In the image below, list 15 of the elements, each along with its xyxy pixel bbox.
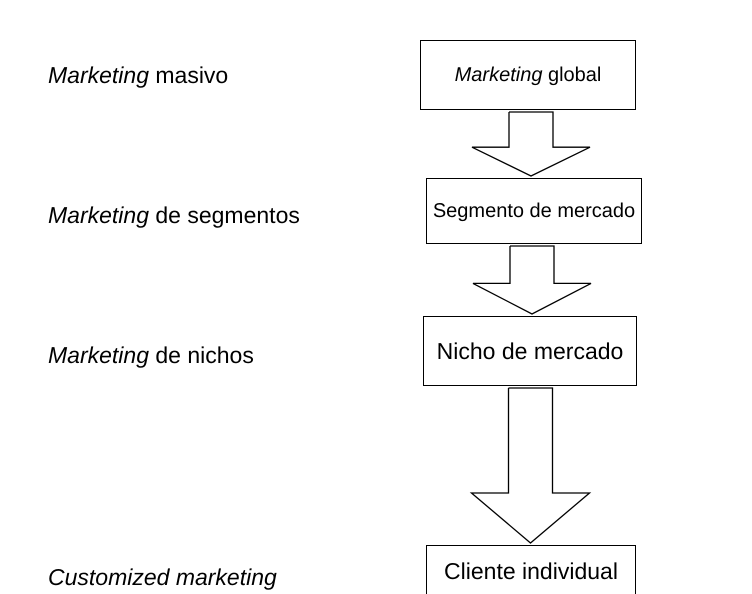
process-box	[426, 178, 642, 244]
level-label: Marketing de nichos	[48, 342, 254, 369]
block-arrow	[471, 111, 591, 177]
box-text: Segmento de mercado	[432, 200, 636, 222]
block-arrow	[472, 245, 592, 315]
process-box	[423, 316, 637, 386]
process-box	[426, 545, 636, 594]
level-label: Customized marketing	[48, 564, 277, 591]
level-label: Marketing de segmentos	[48, 202, 300, 229]
box-text: Cliente individual	[444, 558, 618, 585]
block-arrow	[470, 387, 592, 544]
box-text: Marketing global	[454, 64, 602, 86]
process-box	[420, 40, 636, 110]
box-text: Nicho de mercado	[436, 338, 624, 364]
level-label: Marketing masivo	[48, 62, 228, 89]
